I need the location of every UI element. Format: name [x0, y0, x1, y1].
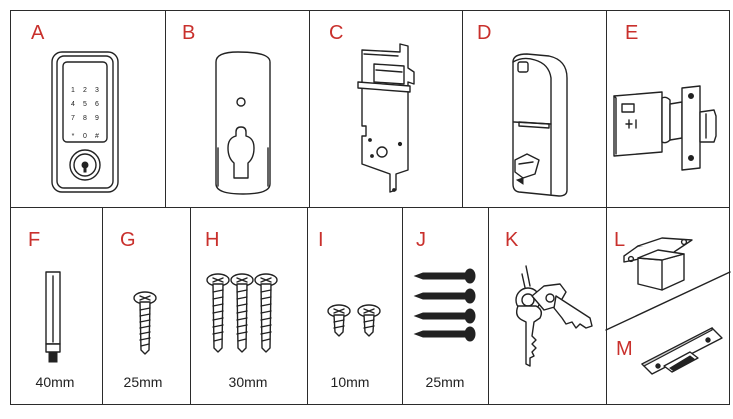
keypad-key-8: 8	[83, 115, 87, 122]
mounting-bracket-icon	[357, 43, 415, 193]
screws-three-icon	[206, 273, 278, 353]
part-letter-l: L	[614, 229, 626, 251]
keypad-key-0: 0	[83, 133, 87, 140]
part-letter-f: F	[28, 229, 41, 251]
keypad-key-2: 2	[83, 87, 87, 94]
keypad-key-1: 1	[71, 87, 75, 94]
part-letter-k: K	[505, 229, 519, 251]
keypad-key-7: 7	[71, 115, 75, 122]
size-label-h: 30mm	[228, 374, 268, 390]
wood-screws-icon	[413, 268, 476, 342]
strike-plate-icon	[640, 327, 723, 375]
part-letter-e: E	[625, 22, 639, 44]
part-letter-b: B	[182, 22, 196, 44]
strike-box-icon	[623, 237, 693, 291]
part-letter-j: J	[416, 229, 426, 251]
part-letter-d: D	[477, 22, 492, 44]
interior-assembly-icon	[512, 53, 568, 197]
keypad-key-9: 9	[95, 115, 99, 122]
divider-line-icon	[605, 271, 731, 331]
screws-two-icon	[327, 304, 381, 337]
keypad-key-star: *	[72, 133, 75, 140]
size-label-f: 40mm	[35, 374, 75, 390]
part-letter-g: G	[120, 229, 136, 251]
keypad-key-hash: #	[95, 133, 99, 140]
keypad-key-5: 5	[83, 101, 87, 108]
screw-icon	[133, 291, 157, 355]
part-letter-c: C	[329, 22, 344, 44]
keypad-key-4: 4	[71, 101, 75, 108]
latch-icon	[613, 85, 717, 171]
keypad-key-3: 3	[95, 87, 99, 94]
size-label-g: 25mm	[123, 374, 163, 390]
part-letter-m: M	[616, 338, 633, 360]
keypad-key-6: 6	[95, 101, 99, 108]
cell-lm	[606, 207, 730, 405]
keys-icon	[515, 265, 593, 367]
spindle-icon	[45, 271, 61, 363]
part-letter-a: A	[31, 22, 45, 44]
part-letter-h: H	[205, 229, 220, 251]
keypad-exterior-assembly-icon: 1 2 3 4 5 6 7 8 9 * 0 #	[51, 51, 119, 193]
size-label-j: 25mm	[425, 374, 465, 390]
part-letter-i: I	[318, 229, 324, 251]
size-label-i: 10mm	[330, 374, 370, 390]
mounting-plate-icon	[215, 51, 271, 195]
